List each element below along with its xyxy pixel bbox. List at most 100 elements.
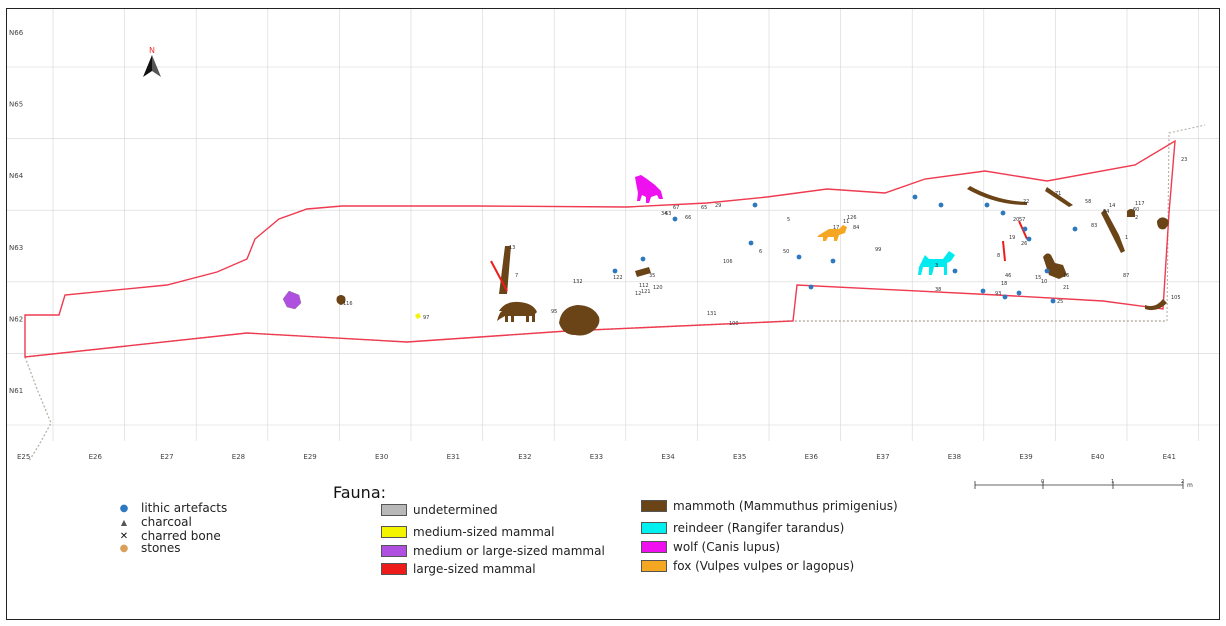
mammoth-bone-2 <box>1101 209 1125 253</box>
legend-label: lithic artefacts <box>141 501 228 515</box>
fauna-item-fox: fox (Vulpes vulpes or lagopus) <box>641 559 854 573</box>
lithic-artefact-dot <box>808 284 814 290</box>
find-number: 116 <box>343 301 353 307</box>
fauna-label: large-sized mammal <box>413 562 536 576</box>
find-number: 58 <box>1085 199 1091 205</box>
fauna-legend-title: Fauna: <box>333 483 387 502</box>
find-number: 7 <box>515 273 518 279</box>
find-number: 23 <box>1181 157 1187 163</box>
east-label: E26 <box>89 453 103 461</box>
find-number: 8 <box>997 253 1000 259</box>
mammoth-head-icon <box>559 305 600 336</box>
north-label: N62 <box>9 315 23 323</box>
find-number: 106 <box>723 259 733 265</box>
scale-tick-2: 2 <box>1181 479 1184 485</box>
north-label: N63 <box>9 244 23 252</box>
fauna-item-undetermined: undetermined <box>381 503 498 517</box>
lithic-artefact-dot <box>752 202 758 208</box>
lithic-artefact-dot <box>1026 236 1032 242</box>
fauna-item-medium-sized-mammal: medium-sized mammal <box>381 525 554 539</box>
triangle-icon: ▲ <box>120 517 128 527</box>
find-number: 21 <box>1063 285 1069 291</box>
find-number: 84 <box>853 225 859 231</box>
find-number: 97 <box>423 315 429 321</box>
reindeer-silhouette-icon <box>918 251 955 275</box>
mammoth-bone-1 <box>967 186 1027 205</box>
legend-lithic-artefacts: ●lithic artefacts <box>117 501 228 515</box>
mammoth-bone-3 <box>1043 253 1067 279</box>
east-label: E38 <box>948 453 961 461</box>
find-number: 34 <box>661 211 667 217</box>
north-label: N66 <box>9 29 24 37</box>
fauna-item-medium-or-large-mammal: medium or large-sized mammal <box>381 544 605 558</box>
site-baseline-right <box>1166 124 1206 322</box>
find-number: 87 <box>1123 273 1129 279</box>
find-number: 126 <box>847 215 857 221</box>
wolf-silhouette-icon <box>635 175 663 203</box>
fauna-item-reindeer: reindeer (Rangifer tarandus) <box>641 521 844 535</box>
east-label: E34 <box>661 453 675 461</box>
legend-label: charcoal <box>141 515 192 529</box>
lithic-artefact-dot <box>672 216 678 222</box>
fauna-label: wolf (Canis lupus) <box>673 540 781 554</box>
mammoth-silhouette-icon <box>497 301 537 322</box>
find-number: 14 <box>1109 203 1115 209</box>
grid-lines <box>7 9 1219 441</box>
lithic-artefact-dot <box>1022 226 1028 232</box>
find-number: 65 <box>701 205 707 211</box>
legend-label: charred bone <box>141 529 221 543</box>
find-numbers: 2310712965666763835060848793899106152226… <box>343 157 1187 327</box>
fauna-item-mammoth: mammoth (Mammuthus primigenius) <box>641 499 898 513</box>
swatch <box>641 560 667 572</box>
fauna-label: fox (Vulpes vulpes or lagopus) <box>673 559 855 573</box>
find-number: 120 <box>653 285 663 291</box>
find-number: 1 <box>1125 235 1128 241</box>
find-number: 20 <box>1013 217 1019 223</box>
lithic-artefact-dot <box>748 240 754 246</box>
fauna-item-wolf: wolf (Canis lupus) <box>641 540 780 554</box>
find-number: 95 <box>551 309 557 315</box>
east-label: E30 <box>375 453 388 461</box>
find-number: 100 <box>729 321 739 327</box>
find-number: 19 <box>1009 235 1015 241</box>
find-number: 71 <box>1055 191 1061 197</box>
lithic-artefact-dot <box>952 268 958 274</box>
find-number: 15 <box>1035 275 1041 281</box>
find-number: 66 <box>685 215 691 221</box>
find-number: 5 <box>787 217 790 223</box>
find-number: 29 <box>715 203 721 209</box>
fox-silhouette-icon <box>817 225 847 241</box>
legend-charred-bone: ✕ charred bone <box>117 529 221 543</box>
mammoth-bone-7 <box>635 267 651 277</box>
find-number: 93 <box>995 291 1001 297</box>
find-number: 121 <box>641 289 651 295</box>
mammoth-bone-5 <box>1145 299 1167 311</box>
north-label: N65 <box>9 101 23 109</box>
east-label: E29 <box>303 453 316 461</box>
east-label: E33 <box>590 453 603 461</box>
cross-icon: ✕ <box>119 530 129 542</box>
fauna-label: reindeer (Rangifer tarandus) <box>673 521 845 535</box>
site-baseline-left <box>24 356 52 462</box>
scale-unit: m <box>1187 482 1193 489</box>
excavation-boundary <box>24 139 1176 358</box>
lithic-artefact-dot <box>938 202 944 208</box>
east-label: E36 <box>805 453 819 461</box>
east-label: E41 <box>1163 453 1176 461</box>
find-number: 50 <box>783 249 789 255</box>
legend-stones: ●stones <box>117 541 181 555</box>
east-label: E31 <box>447 453 460 461</box>
east-label: E28 <box>232 453 245 461</box>
lithic-artefact-dot <box>912 194 918 200</box>
fauna-label: mammoth (Mammuthus primigenius) <box>673 499 898 513</box>
lithic-artefact-dot <box>1050 298 1056 304</box>
north-label: N61 <box>9 387 23 395</box>
swatch <box>641 500 667 512</box>
fauna-item-large-sized-mammal: large-sized mammal <box>381 562 536 576</box>
orange-dot-icon: ● <box>119 542 129 554</box>
find-number: 63 <box>665 211 671 217</box>
find-number: 117 <box>1135 201 1145 207</box>
find-number: 12 <box>635 291 641 297</box>
